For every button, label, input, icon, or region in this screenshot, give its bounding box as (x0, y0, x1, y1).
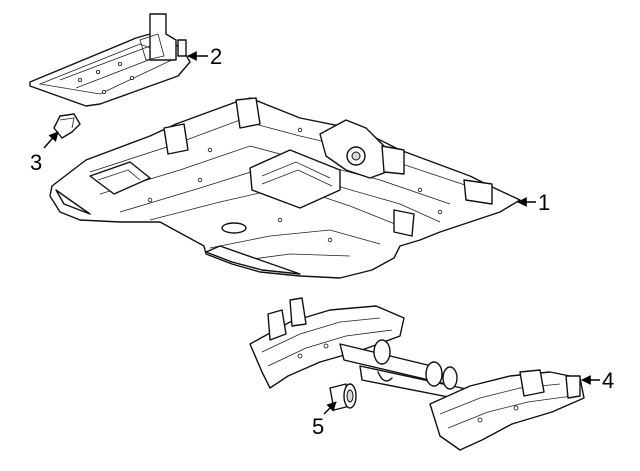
part-4-rear-frame (249, 297, 585, 451)
part-2-panel (29, 13, 191, 107)
callout-3-label: 3 (30, 150, 42, 175)
callout-4-label: 4 (602, 368, 614, 393)
callout-5: 5 (312, 401, 337, 439)
part-5-bolt (329, 383, 357, 411)
callout-2: 2 (187, 44, 222, 69)
callout-2-label: 2 (210, 44, 222, 69)
callout-1: 1 (517, 190, 550, 215)
part-3-bracket (53, 113, 81, 139)
callout-3: 3 (30, 131, 59, 175)
callout-5-label: 5 (312, 414, 324, 439)
callout-4: 4 (581, 368, 614, 393)
callout-1-label: 1 (538, 190, 550, 215)
part-1-floor-pan (49, 97, 521, 279)
